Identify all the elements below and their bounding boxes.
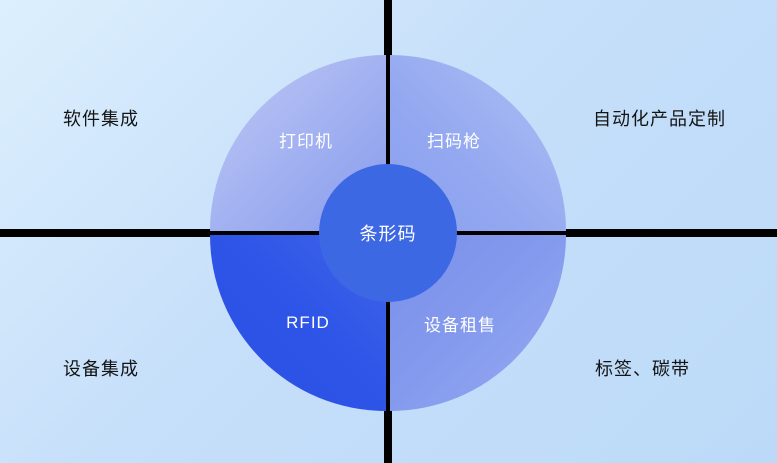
quadrant-rfid-label: RFID [286, 313, 330, 332]
core-circle-group: 打印机 扫码枪 RFID 设备租售 条形码 [210, 55, 566, 411]
quadrant-printer-label: 打印机 [279, 131, 333, 151]
quadrant-rental-label: 设备租售 [424, 315, 496, 335]
center-barcode-label: 条形码 [359, 224, 417, 244]
center-barcode-circle: 条形码 [319, 164, 457, 302]
corner-label-automation-customization: 自动化产品定制 [593, 109, 726, 129]
corner-label-labels-ribbons: 标签、碳带 [595, 359, 690, 379]
corner-label-software-integration: 软件集成 [63, 109, 139, 129]
corner-label-device-integration: 设备集成 [63, 359, 139, 379]
quadrant-scanner-label: 扫码枪 [427, 131, 481, 151]
